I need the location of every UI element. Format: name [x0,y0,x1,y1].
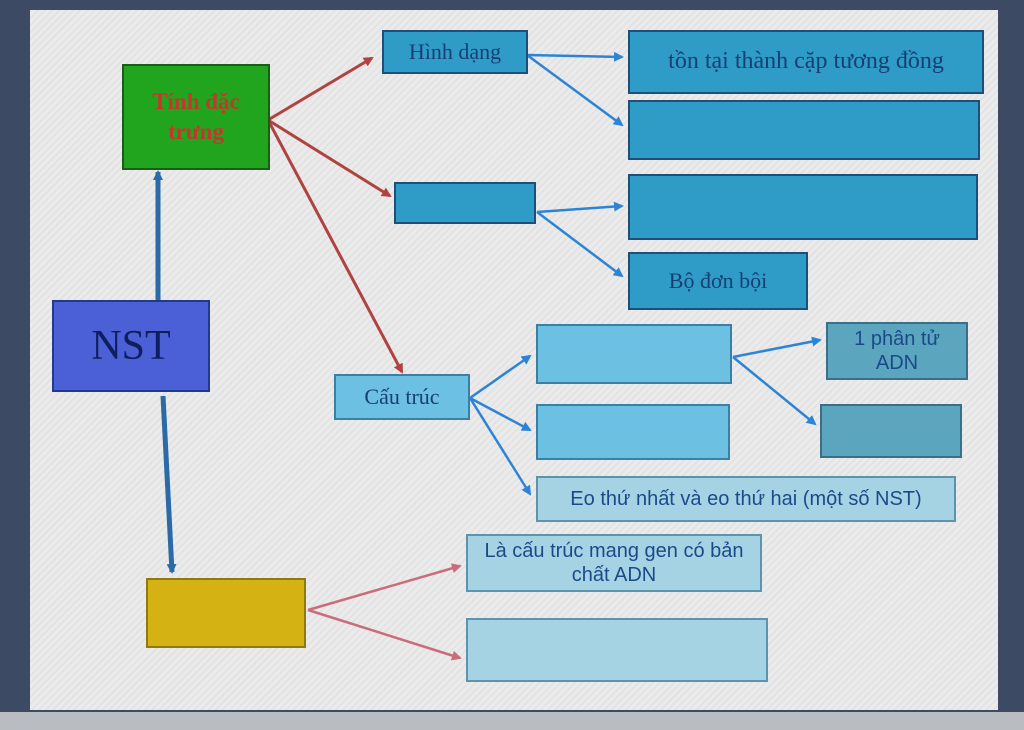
cau-truc-empty-box-2 [536,404,730,460]
bo-don-boi-label: Bộ đơn bội [668,268,768,294]
arrow-box1-to-phan-tu [732,336,822,359]
eo-box: Eo thứ nhất và eo thứ hai (một số NST) [536,476,956,522]
arrow-to-hinh-dang [267,56,374,122]
hinh-dang-box: Hình dạng [382,30,528,74]
arrow-second-to-empty [536,201,624,214]
hinh-dang-label: Hình dạng [408,39,502,65]
cau-truc-empty-box-1 [536,324,732,384]
arrow-cau-truc-to-box2 [469,396,532,432]
dac-trung-empty-box [394,182,536,224]
tinh-dac-trung-box: Tính đặc trưng [122,64,270,170]
arrow-second-to-bo-don-boi [536,211,624,278]
adn-empty-box [820,404,962,458]
ton-tai-label: tồn tại thành cặp tương đồng [668,48,944,75]
nst-box: NST [52,300,210,392]
arrow-hinh-dang-to-ton-tai [526,51,624,62]
arrow-to-second-box [267,118,392,198]
yellow-target-empty-box [466,618,768,682]
arrow-cau-truc-to-box1 [469,354,532,400]
hinh-dang-empty-box [628,100,980,160]
mang-gen-label: Là cấu trúc mang gen có bản chất ADN [484,540,744,586]
cau-truc-label: Cấu trúc [364,384,440,410]
phan-tu-adn-label: 1 phân tử ADN [854,328,940,374]
eo-label: Eo thứ nhất và eo thứ hai (một số NST) [570,488,922,510]
cau-truc-box: Cấu trúc [334,374,470,420]
arrow-nst-to-yellow-box [160,395,177,574]
monitor-bezel-bottom [0,712,1024,730]
yellow-empty-box [146,578,306,648]
ton-tai-box: tồn tại thành cặp tương đồng [628,30,984,94]
bo-don-boi-box: Bộ đơn bội [628,252,808,310]
arrow-to-cau-truc [266,119,404,374]
second-empty-box [628,174,978,240]
arrow-yellow-to-empty [307,608,462,661]
mang-gen-box: Là cấu trúc mang gen có bản chất ADN [466,534,762,592]
phan-tu-adn-box: 1 phân tử ADN [826,322,968,380]
nst-label: NST [91,323,171,369]
arrow-cau-truc-to-eo [468,397,532,496]
arrow-hinh-dang-to-empty [526,53,624,127]
tinh-dac-trung-label: Tính đặc trưng [152,89,240,144]
arrow-yellow-to-mang-gen [307,563,462,612]
arrow-box1-to-empty [732,356,817,426]
